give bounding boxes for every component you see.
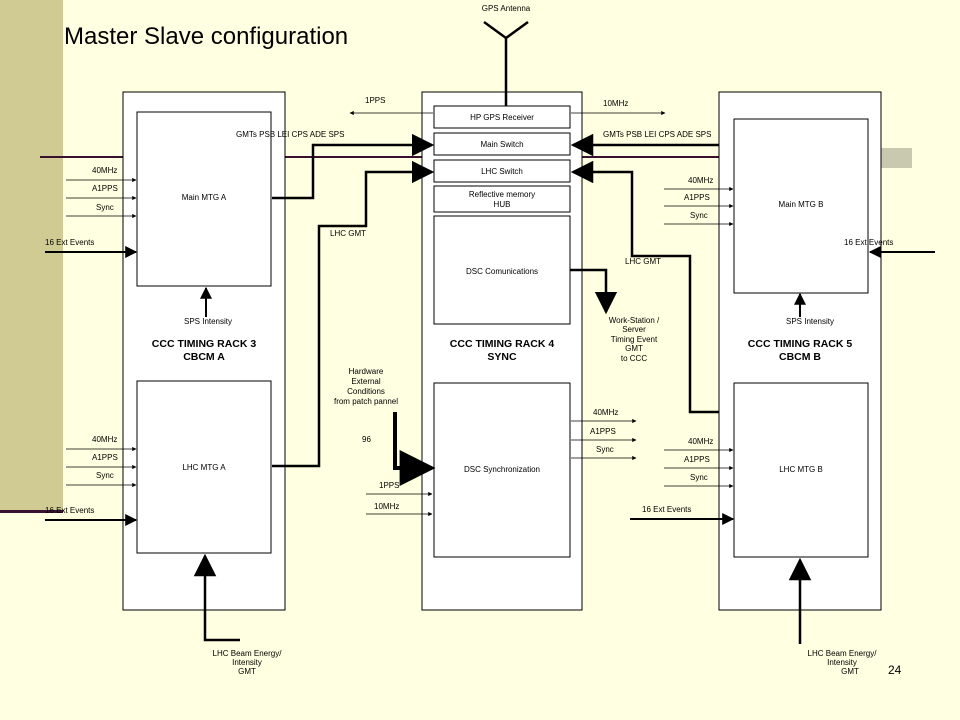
rack5-lhc-in-sync: Sync xyxy=(690,473,708,482)
dsc-comm-out-arrow xyxy=(570,268,618,315)
rack3-sublabel: CBCM A xyxy=(183,351,225,363)
beam-energy-a-line1: LHC Beam Energy/ xyxy=(213,649,283,658)
rack3-label: CCC TIMING RACK 3 xyxy=(152,338,257,350)
hp-gps-label: HP GPS Receiver xyxy=(470,113,534,122)
gps-out-1pps-label: 1PPS xyxy=(365,96,385,105)
lhc-mtg-a-box xyxy=(136,380,272,554)
main-mtg-a-label: Main MTG A xyxy=(182,193,227,202)
workstation-line4: GMT xyxy=(625,344,643,353)
dsc-comm-box xyxy=(433,215,571,325)
workstation-line2: Server xyxy=(622,325,646,334)
rack5-sublabel: CBCM B xyxy=(779,351,821,363)
gmts-right-label: GMTs PSB LEI CPS ADE SPS xyxy=(603,130,711,139)
rack3-ext-events-bottom: 16 Ext Events xyxy=(45,506,94,515)
lhc-gmt-left-label: LHC GMT xyxy=(330,229,366,238)
gps-antenna-icon xyxy=(483,20,529,40)
main-mtg-b-label: Main MTG B xyxy=(779,200,824,209)
rack5-ext-events-top: 16 Ext Events xyxy=(844,238,893,247)
right-decor-block xyxy=(880,148,912,168)
reflective-memory-line2: HUB xyxy=(494,200,511,209)
main-switch-label: Main Switch xyxy=(480,140,523,149)
rack3-ext-events-top: 16 Ext Events xyxy=(45,238,94,247)
sync-in-10mhz-label: 10MHz xyxy=(374,502,399,511)
hp-gps-box xyxy=(433,105,571,129)
lhc-gmt-right-label: LHC GMT xyxy=(625,257,661,266)
gps-antenna-label: GPS Antenna xyxy=(482,4,531,13)
hardware-line4: from patch pannel xyxy=(334,397,398,406)
main-mtg-a-box xyxy=(136,111,272,287)
reflective-memory-box xyxy=(433,185,571,213)
rack3-lhc-in-40mhz: 40MHz xyxy=(92,435,117,444)
sync-out-a1pps-label: A1PPS xyxy=(590,427,616,436)
dsc-sync-label: DSC Synchronization xyxy=(464,465,540,474)
page-number: 24 xyxy=(888,663,902,677)
slide-title: Master Slave configuration xyxy=(64,23,349,50)
sync-in-1pps-label: 1PPS xyxy=(379,481,399,490)
rack5-main-in-40mhz: 40MHz xyxy=(688,176,713,185)
rack4-sublabel: SYNC xyxy=(487,351,517,363)
gps-out-10mhz-label: 10MHz xyxy=(603,99,628,108)
lhc-mtg-b-label: LHC MTG B xyxy=(779,465,823,474)
gmts-left-line xyxy=(272,133,435,200)
rack5-main-in-sync: Sync xyxy=(690,211,708,220)
beam-energy-a-arrow xyxy=(193,553,240,642)
rack4-label: CCC TIMING RACK 4 xyxy=(450,338,555,350)
rack3-lhc-in-sync: Sync xyxy=(96,471,114,480)
sps-intensity-b-label: SPS Intensity xyxy=(786,317,834,326)
workstation-line5: to CCC xyxy=(621,354,647,363)
dsc-sync-box xyxy=(433,382,571,558)
rack5-main-in-a1pps: A1PPS xyxy=(684,193,710,202)
beam-energy-b-line1: LHC Beam Energy/ xyxy=(808,649,878,658)
left-decor-line xyxy=(0,510,63,513)
lhc-mtg-a-label: LHC MTG A xyxy=(182,463,226,472)
sps-intensity-a-label: SPS Intensity xyxy=(184,317,232,326)
reflective-memory-line1: Reflective memory xyxy=(469,190,535,199)
dsc-comm-label: DSC Comunications xyxy=(466,267,538,276)
lhc-mtg-b-box xyxy=(733,382,869,558)
rack5-ext-events-bottom: 16 Ext Events xyxy=(642,505,691,514)
workstation-line1: Work-Station / xyxy=(609,316,660,325)
main-mtg-b-box xyxy=(733,118,869,294)
hardware-line2: External xyxy=(351,377,381,386)
rack3-main-in-40mhz: 40MHz xyxy=(92,166,117,175)
hardware-count: 96 xyxy=(362,435,371,444)
beam-energy-b-line2: Intensity xyxy=(827,658,857,667)
rack5-lhc-in-a1pps: A1PPS xyxy=(684,455,710,464)
hardware-line3: Conditions xyxy=(347,387,385,396)
gmts-left-label: GMTs PSB LEI CPS ADE SPS xyxy=(236,130,344,139)
hardware-input-arrow xyxy=(393,412,436,486)
rack5-lhc-in-40mhz: 40MHz xyxy=(688,437,713,446)
sync-out-sync-label: Sync xyxy=(596,445,614,454)
lhc-switch-label: LHC Switch xyxy=(481,167,523,176)
left-decor-band xyxy=(0,0,63,512)
rack3-lhc-in-a1pps: A1PPS xyxy=(92,453,118,462)
rack3-main-in-a1pps: A1PPS xyxy=(92,184,118,193)
hardware-line1: Hardware xyxy=(349,367,384,376)
beam-energy-a-line3: GMT xyxy=(238,667,256,676)
rack3-main-in-sync: Sync xyxy=(96,203,114,212)
beam-energy-a-line2: Intensity xyxy=(232,658,262,667)
workstation-line3: Timing Event xyxy=(611,335,658,344)
beam-energy-b-line3: GMT xyxy=(841,667,859,676)
lhc-gmt-right-line xyxy=(570,160,733,414)
lhc-gmt-left-line xyxy=(272,160,435,468)
sync-out-40mhz-label: 40MHz xyxy=(593,408,618,417)
rack5-label: CCC TIMING RACK 5 xyxy=(748,338,853,350)
